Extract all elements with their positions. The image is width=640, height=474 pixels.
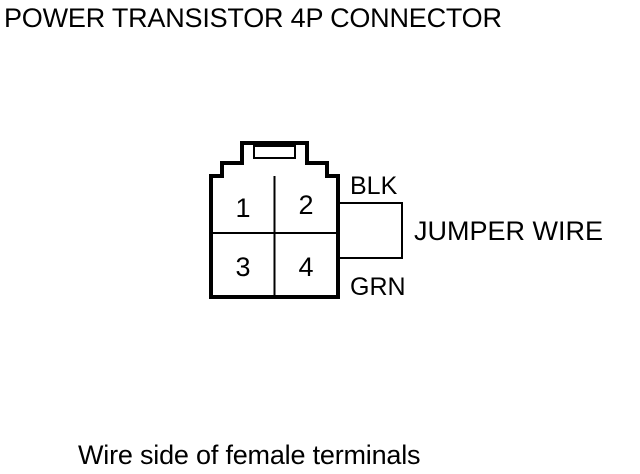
jumper-wire-label: JUMPER WIRE (414, 216, 603, 246)
connector-lock-tab (253, 145, 296, 159)
diagram-caption: Wire side of female terminals (78, 440, 421, 470)
pin-number-4: 4 (298, 252, 313, 282)
pin-number-3: 3 (235, 252, 250, 282)
jumper-wire (338, 202, 403, 259)
wire-color-blk: BLK (350, 172, 398, 200)
wire-color-grn: GRN (350, 273, 406, 301)
pin-number-1: 1 (235, 193, 250, 223)
diagram-title: POWER TRANSISTOR 4P CONNECTOR (4, 3, 502, 33)
connector-housing (209, 141, 340, 299)
pin-number-2: 2 (298, 190, 313, 220)
